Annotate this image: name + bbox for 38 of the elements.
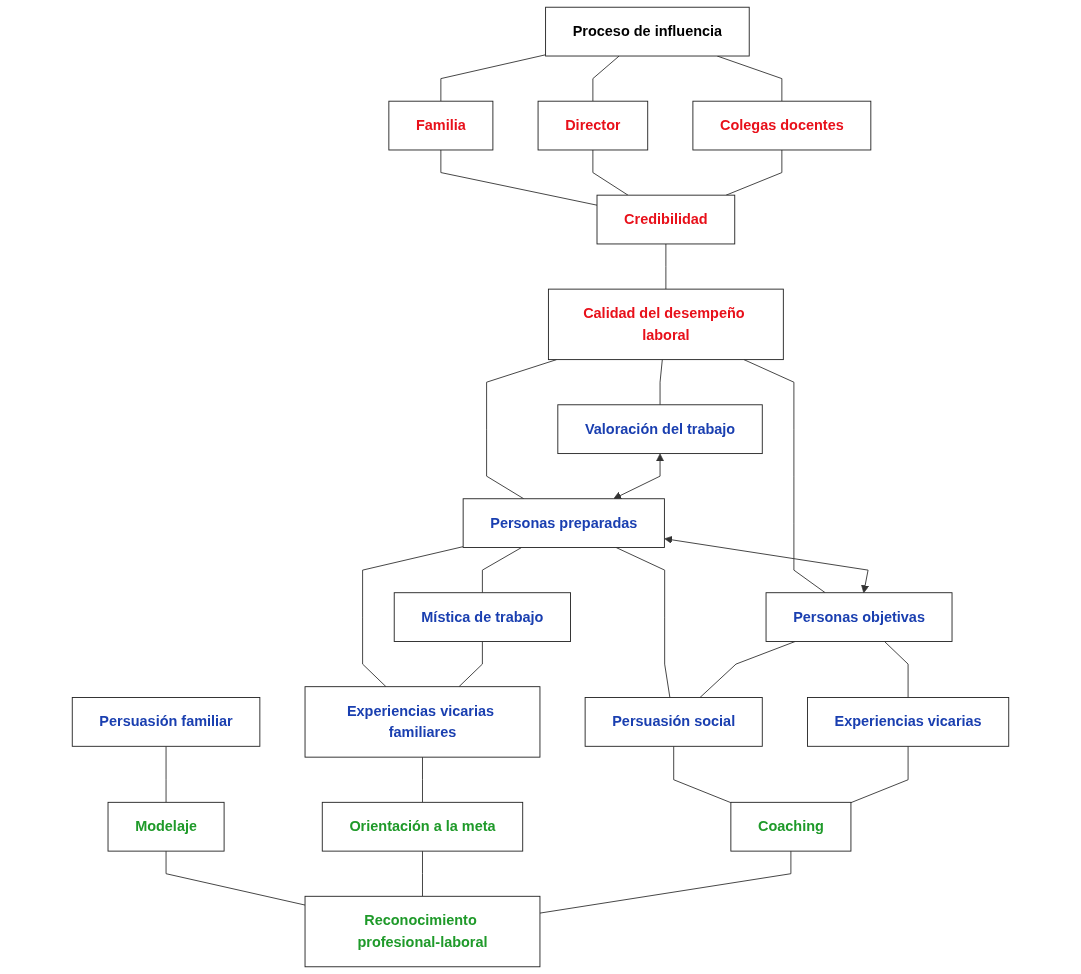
node-box: Mística de trabajo (393, 592, 571, 642)
node-box: Persuasión familiar (71, 697, 261, 747)
connector (440, 149, 598, 206)
connector (458, 641, 483, 688)
connector (884, 641, 909, 698)
node-box: Calidad del desempeño laboral (547, 288, 784, 361)
connector (592, 149, 629, 196)
connector (592, 55, 620, 102)
connector (615, 547, 671, 698)
node-box: Experiencias vicarias familiares (304, 686, 541, 758)
node-box: Proceso de influencia (545, 6, 750, 57)
node-box: Valoración del trabajo (557, 404, 763, 454)
node-box: Coaching (730, 801, 852, 852)
connector (673, 745, 732, 804)
node-box: Experiencias vicarias (807, 697, 1010, 747)
connector (743, 359, 826, 594)
node-box: Personas objetivas (765, 592, 953, 642)
node-box: Personas preparadas (462, 498, 665, 548)
connector (440, 54, 547, 102)
connector (659, 359, 663, 406)
connector (422, 850, 423, 897)
node-box: Modelaje (107, 801, 225, 852)
connector (725, 149, 783, 196)
node-box: Orientación a la meta (321, 801, 524, 852)
node-box: Persuasión social (584, 697, 763, 747)
connector (165, 850, 306, 906)
connector (481, 547, 522, 594)
node-box: Familia (388, 100, 494, 151)
connector (665, 243, 667, 290)
connector (539, 850, 792, 914)
connector (422, 756, 423, 803)
node-box: Colegas docentes (692, 100, 872, 151)
node-box: Director (537, 100, 649, 151)
connector (362, 546, 464, 688)
connector (850, 745, 909, 804)
node-box: Reconocimiento profesional-laboral (304, 895, 541, 968)
node-box: Credibilidad (596, 194, 736, 245)
connector (165, 745, 167, 803)
